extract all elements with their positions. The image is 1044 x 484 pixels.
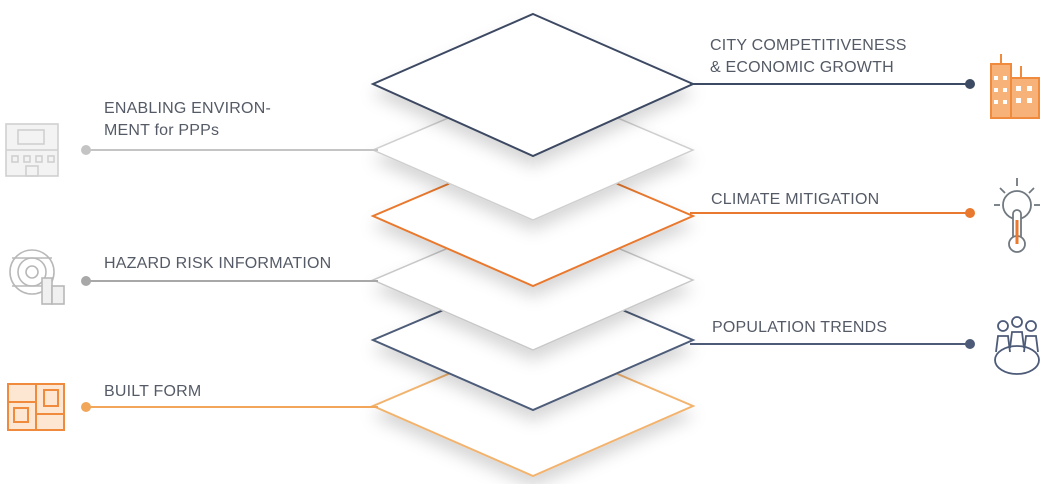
label-climate-mitigation: CLIMATE MITIGATION [711, 189, 879, 211]
label-line: MENT for PPPs [104, 122, 220, 139]
connector-ppp [81, 145, 378, 155]
label-line: POPULATION TRENDS [712, 319, 888, 336]
label-line: CLIMATE MITIGATION [711, 191, 880, 208]
floor-plan-icon [7, 383, 65, 431]
label-population-trends: POPULATION TRENDS [712, 317, 887, 339]
connector-hazard [81, 276, 378, 286]
label-line: & ECONOMIC GROWTH [710, 59, 894, 76]
label-built-form: BUILT FORM [104, 381, 201, 403]
label-line: CITY COMPETITIVENESS [710, 37, 907, 54]
connector-population [690, 339, 975, 349]
connector-city [690, 79, 975, 89]
label-line: BUILT FORM [104, 383, 202, 400]
layer-city-competitiveness [370, 12, 696, 158]
label-city-competitiveness: CITY COMPETITIVENESS & ECONOMIC GROWTH [710, 35, 907, 79]
people-globe-icon [994, 316, 1040, 375]
thermometer-icon [994, 178, 1040, 253]
label-hazard-risk: HAZARD RISK INFORMATION [104, 253, 331, 275]
office-building-icon [5, 123, 59, 177]
buildings-icon [990, 54, 1040, 119]
connector-climate [690, 208, 975, 218]
label-enabling-environment: ENABLING ENVIRON- MENT for PPPs [104, 98, 271, 142]
connector-built [81, 402, 378, 412]
label-line: HAZARD RISK INFORMATION [104, 255, 332, 272]
label-line: ENABLING ENVIRON- [104, 100, 271, 117]
hazard-map-icon [9, 249, 65, 305]
